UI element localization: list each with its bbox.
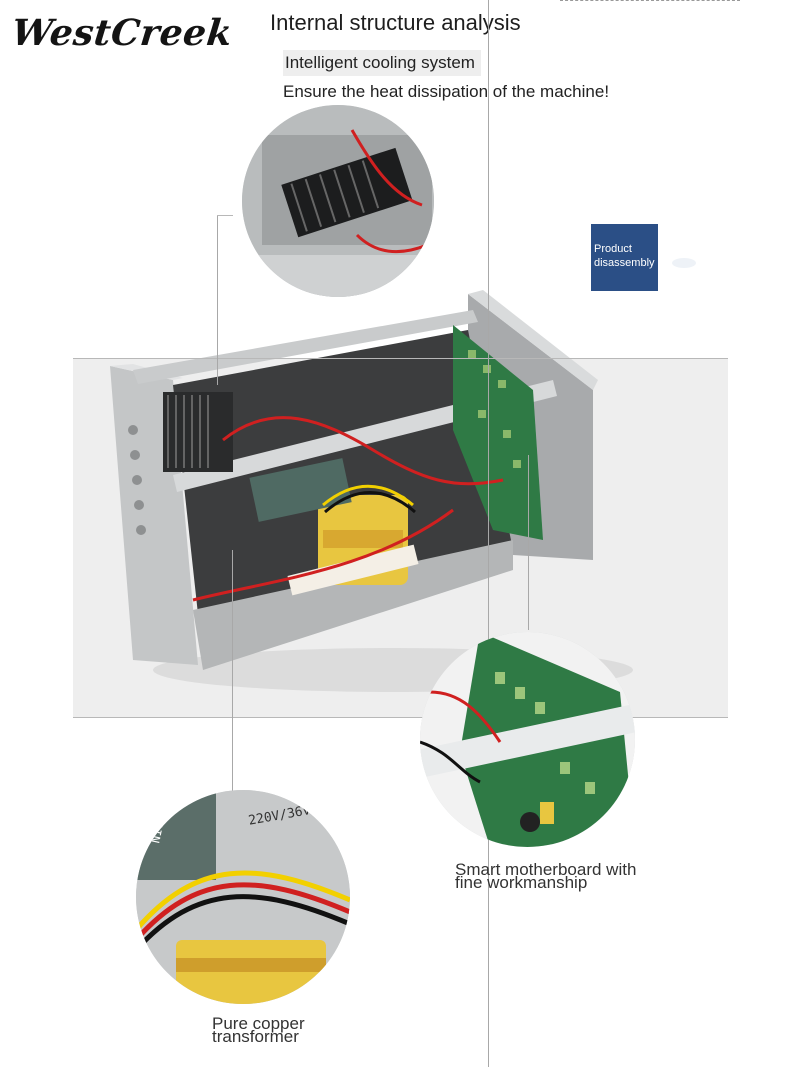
leader-line-cooling [217, 215, 218, 385]
motherboard-caption-line-1: Smart motherboard with [455, 860, 637, 879]
transformer-caption: Pure copper transformer [212, 1014, 305, 1046]
disassembled-power-supply-illustration [110, 290, 633, 692]
top-rail-back [133, 310, 478, 384]
bottom-tray [193, 540, 513, 670]
leader-line-motherboard [528, 455, 529, 630]
leader-line-cooling-tick [217, 215, 233, 216]
guide-line-vertical-main [488, 0, 489, 1067]
transformer-caption-line-1: Pure copper [212, 1014, 305, 1033]
pcb-components [468, 350, 521, 468]
transformer-closeup-circle: NICHICON 220V/36V/ [136, 790, 350, 1004]
capacitor-board [249, 458, 352, 522]
westcreek-logo: WestCreek [9, 12, 235, 54]
page-title: Internal structure analysis [270, 10, 521, 35]
guide-line-upper [73, 358, 728, 359]
front-vent-holes [128, 425, 146, 535]
badge-line-2: disassembly [594, 257, 655, 269]
back-panel-top [468, 290, 598, 390]
cooling-feature-tag: Intelligent cooling system [283, 50, 481, 76]
product-disassembly-badge: Product disassembly [591, 224, 658, 291]
red-wire-lower [192, 508, 454, 602]
black-wire [324, 491, 416, 514]
leader-line-transformer [232, 550, 233, 795]
heatsink [163, 392, 233, 472]
cooling-closeup-image [242, 105, 434, 297]
main-pcb [453, 325, 543, 540]
yellow-wire [322, 484, 414, 507]
motherboard-caption-line-2: fine workmanship [455, 873, 588, 892]
transformer-band [323, 530, 403, 548]
motherboard-caption: Smart motherboard with fine workmanship [455, 860, 637, 892]
cooling-closeup-circle [242, 105, 434, 297]
badge-glow-decoration [672, 258, 696, 268]
motherboard-closeup-image [420, 632, 635, 847]
transformer-label-strip [287, 544, 419, 596]
red-wire [222, 416, 504, 486]
motherboard-closeup-circle [420, 632, 635, 847]
cooling-feature-description: Ensure the heat dissipation of the machi… [283, 82, 610, 101]
transformer-caption-line-2: transformer [212, 1027, 299, 1046]
badge-line-1: Product [594, 243, 632, 255]
guide-line-lower [73, 717, 728, 718]
transformer-closeup-image: NICHICON 220V/36V/ [136, 790, 350, 1004]
heatsink-fins [167, 395, 209, 468]
top-dashed-divider [560, 0, 740, 1]
